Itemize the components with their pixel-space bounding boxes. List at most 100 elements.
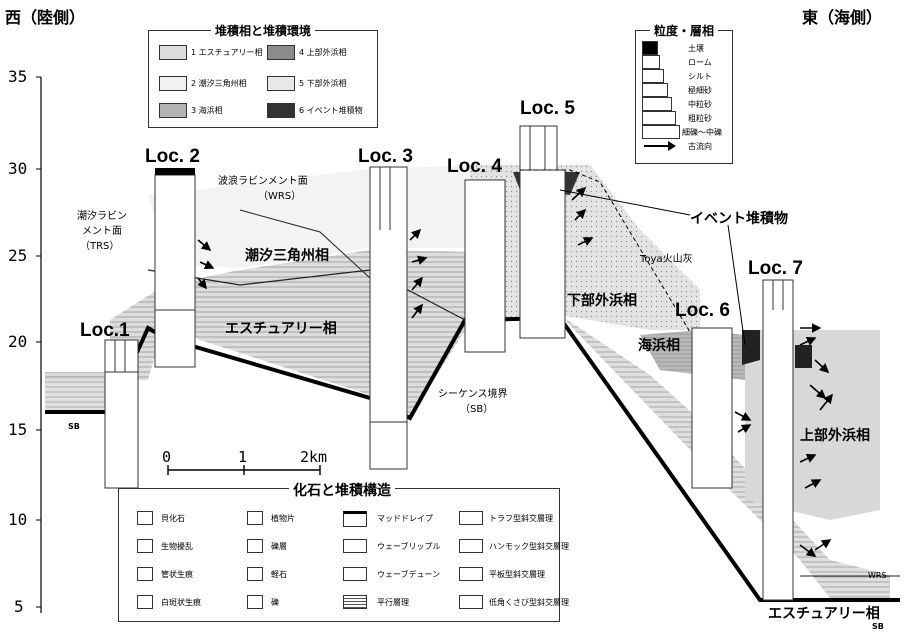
trs-label-line2: メント面 bbox=[82, 226, 122, 237]
hummocky-cross-stratification-icon bbox=[459, 539, 483, 553]
legend-item-label: 6 イベント堆積物 bbox=[299, 106, 363, 115]
fossil-item-label: トラフ型斜交層理 bbox=[489, 514, 553, 523]
fossil-item-label: 貝化石 bbox=[161, 514, 185, 523]
y-tick-label: 35 bbox=[8, 67, 28, 86]
fossil-item-label: 植物片 bbox=[271, 514, 295, 523]
y-tick-label: 20 bbox=[8, 332, 28, 351]
fossil-item-label: 平板型斜交層理 bbox=[489, 570, 545, 579]
trs-label-line1: 潮汐ラビン bbox=[77, 211, 127, 222]
grain-item-label: 細礫〜中礫 bbox=[682, 128, 722, 137]
grain-swatch bbox=[642, 97, 672, 111]
y-tick-label: 10 bbox=[8, 510, 28, 529]
grain-item-label: 古流向 bbox=[688, 142, 712, 151]
toya-ash-label: Toya火山灰 bbox=[640, 254, 693, 265]
grain-legend-title: 粒度・層相 bbox=[650, 22, 719, 39]
legend-swatch bbox=[267, 45, 295, 60]
column-loc5 bbox=[519, 125, 566, 339]
loc4-label: Loc. 4 bbox=[447, 156, 502, 177]
pebble-icon bbox=[247, 595, 263, 609]
loc2-label: Loc. 2 bbox=[145, 146, 200, 167]
fossil-item-label: ウェーブリップル bbox=[377, 542, 441, 551]
mud-drape-icon bbox=[343, 511, 367, 527]
facies-legend: 堆積相と堆積環境 1 エスチュアリー相 4 上部外浜相 2 潮汐三角州相 5 下… bbox=[148, 22, 378, 128]
wrs-label-line1: 波浪ラビンメント面 bbox=[218, 176, 308, 187]
y-tick-label: 30 bbox=[8, 159, 28, 178]
fossil-item-label: 礫層 bbox=[271, 542, 287, 551]
upper-shoreface-facies-label: 上部外浜相 bbox=[800, 428, 870, 444]
grain-item-label: 土壌 bbox=[688, 44, 704, 53]
fossil-item-label: マッドドレイプ bbox=[377, 514, 433, 523]
planar-cross-bedding-icon bbox=[459, 567, 483, 581]
scale-tick-label: 0 bbox=[162, 448, 172, 466]
column-loc7 bbox=[762, 279, 794, 601]
grain-swatch bbox=[642, 41, 658, 55]
legend-item-label: 2 潮汐三角州相 bbox=[191, 79, 247, 88]
loc3-label: Loc. 3 bbox=[358, 146, 413, 167]
wrs-label-right: WRS bbox=[868, 571, 887, 580]
parallel-lamination-icon bbox=[343, 595, 367, 609]
gravel-bed-icon bbox=[247, 539, 263, 553]
paleocurrent-arrow-icon bbox=[644, 145, 670, 147]
grain-swatch bbox=[642, 69, 664, 83]
sb-label-right: SB bbox=[872, 622, 884, 631]
fossil-item-label: 管状生痕 bbox=[161, 570, 193, 579]
fossil-item-label: 白斑状生痕 bbox=[161, 598, 201, 607]
legend-item-label: 1 エスチュアリー相 bbox=[191, 48, 263, 57]
legend-item-label: 3 海浜相 bbox=[191, 106, 223, 115]
grain-swatch bbox=[642, 83, 668, 97]
legend-item-label: 4 上部外浜相 bbox=[299, 48, 347, 57]
column-loc3 bbox=[369, 166, 408, 470]
tube-burrow-icon bbox=[137, 567, 153, 581]
fossil-item-label: 生物擾乱 bbox=[161, 542, 193, 551]
scale-tick-label: 2km bbox=[300, 448, 328, 466]
wave-ripple-icon bbox=[343, 539, 367, 553]
estuary-facies-label-lower: エスチュアリー相 bbox=[768, 606, 880, 622]
column-loc4 bbox=[464, 179, 506, 353]
low-angle-wedge-cross-bedding-icon bbox=[459, 595, 483, 609]
wrs-label-line2: （WRS） bbox=[258, 191, 302, 202]
sequence-boundary-label-line1: シーケンス境界 bbox=[438, 389, 508, 400]
loc6-label: Loc. 6 bbox=[675, 300, 730, 321]
sb-label-left: SB bbox=[68, 422, 80, 431]
west-label: 西（陸側） bbox=[5, 8, 86, 27]
grain-item-label: シルト bbox=[688, 72, 712, 81]
legend-swatch bbox=[159, 45, 187, 60]
arrowhead-icon bbox=[668, 141, 676, 151]
beach-facies-label: 海浜相 bbox=[638, 338, 680, 354]
grain-swatch bbox=[642, 111, 676, 125]
facies-legend-title: 堆積相と堆積環境 bbox=[211, 22, 316, 39]
sequence-boundary-label-line2: （SB） bbox=[460, 404, 494, 415]
fossil-item-label: ハンモック型斜交層理 bbox=[489, 542, 569, 551]
loc1-label: Loc.1 bbox=[80, 320, 130, 341]
spotted-burrow-icon bbox=[137, 595, 153, 609]
loc5-label: Loc. 5 bbox=[520, 98, 575, 119]
fossil-item-label: ウェーブデューン bbox=[377, 570, 441, 579]
estuary-facies-label-upper: エスチュアリー相 bbox=[225, 321, 337, 337]
y-tick-label: 25 bbox=[8, 246, 28, 265]
grain-swatch bbox=[642, 55, 660, 69]
event-deposit-label: イベント堆積物 bbox=[690, 211, 788, 227]
east-label: 東（海側） bbox=[802, 8, 883, 27]
bioturbation-icon bbox=[137, 539, 153, 553]
wave-dune-icon bbox=[343, 567, 367, 581]
fossil-shell-icon bbox=[137, 511, 153, 525]
trough-cross-bedding-icon bbox=[459, 511, 483, 525]
pumice-icon bbox=[247, 567, 263, 581]
legend-swatch bbox=[159, 103, 187, 118]
y-tick-label: 5 bbox=[14, 597, 24, 616]
grain-item-label: 中粒砂 bbox=[688, 100, 712, 109]
lower-shoreface-facies-label: 下部外浜相 bbox=[567, 293, 637, 309]
grain-item-label: ローム bbox=[688, 58, 712, 67]
loc7-label: Loc. 7 bbox=[748, 258, 803, 279]
legend-item-label: 5 下部外浜相 bbox=[299, 79, 347, 88]
legend-swatch bbox=[267, 103, 295, 118]
trs-label-line3: （TRS） bbox=[80, 241, 120, 252]
scale-tick-label: 1 bbox=[238, 448, 248, 466]
grain-swatch bbox=[642, 125, 680, 139]
y-tick-label: 15 bbox=[8, 420, 28, 439]
plant-fragment-icon bbox=[247, 511, 263, 525]
fossil-item-label: 礫 bbox=[271, 598, 279, 607]
column-loc1 bbox=[104, 339, 139, 489]
column-loc6 bbox=[691, 327, 733, 489]
